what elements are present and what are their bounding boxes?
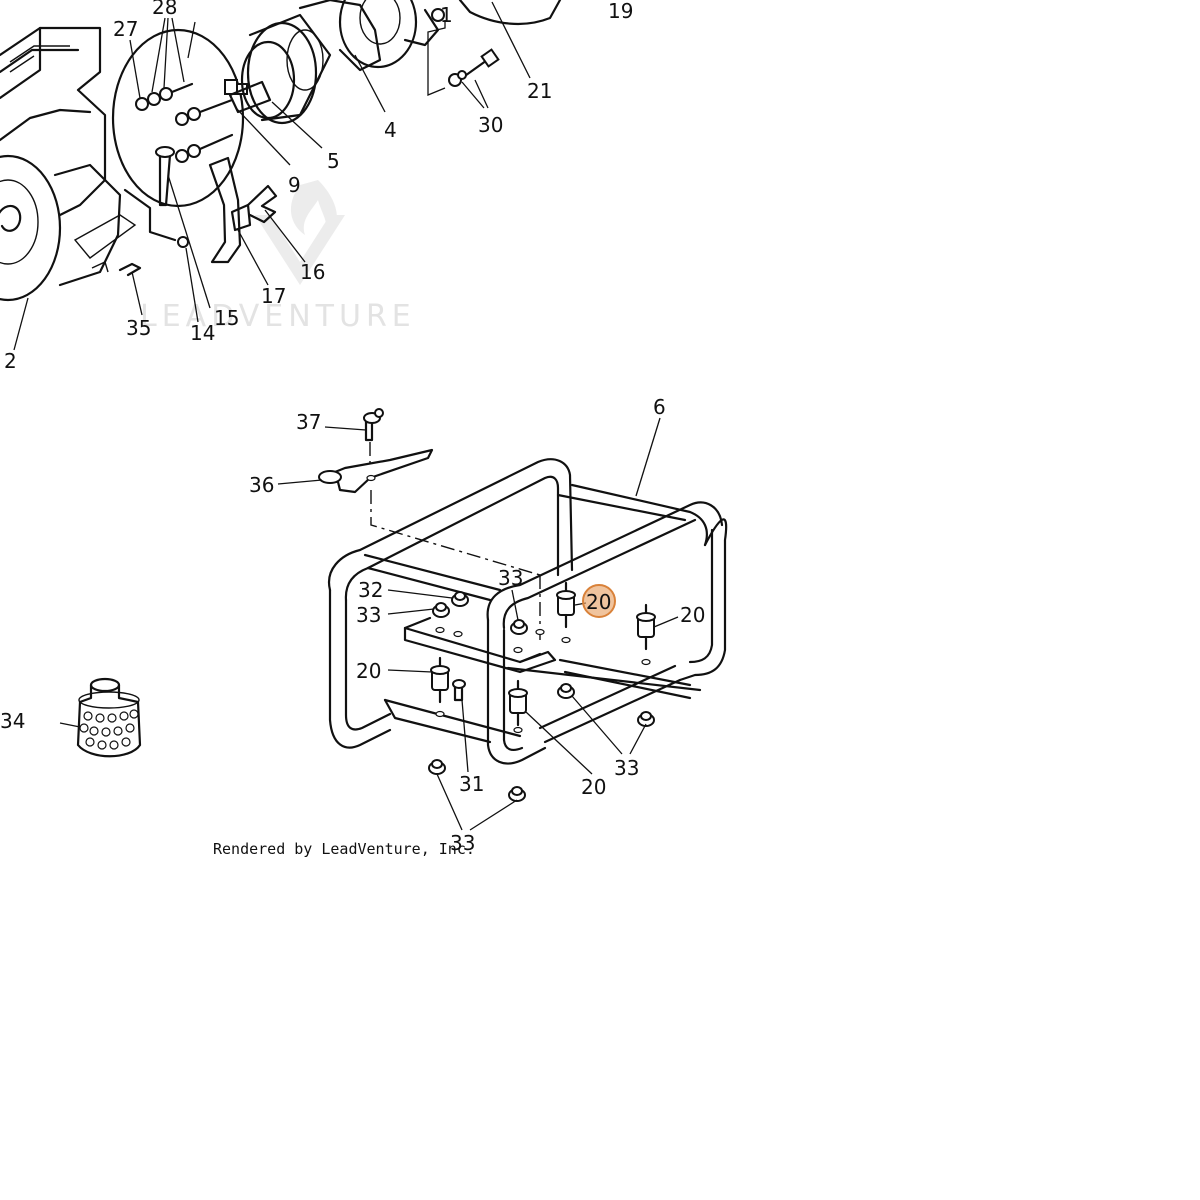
strainer — [76, 677, 142, 758]
watermark-text: LEADVENTURE — [140, 299, 416, 334]
callout-14[interactable]: 14 — [190, 321, 215, 345]
callout-16[interactable]: 16 — [300, 260, 325, 284]
callout-20-highlighted[interactable]: 20 — [586, 590, 611, 614]
render-credit: Rendered by LeadVenture, Inc. — [213, 840, 475, 858]
pump-casing — [298, 0, 445, 72]
callout-20-left[interactable]: 20 — [356, 659, 381, 683]
callout-34[interactable]: 34 — [0, 709, 25, 733]
callout-20-right[interactable]: 20 — [680, 603, 705, 627]
callout-31[interactable]: 31 — [459, 772, 484, 796]
callout-27[interactable]: 27 — [113, 17, 138, 41]
callout-9[interactable]: 9 — [288, 173, 301, 197]
callout-36[interactable]: 36 — [249, 473, 274, 497]
callout-15[interactable]: 15 — [214, 306, 239, 330]
callout-35[interactable]: 35 — [126, 316, 151, 340]
highlight-marker[interactable] — [582, 584, 616, 618]
callout-17[interactable]: 17 — [261, 284, 286, 308]
callout-1[interactable]: 1 — [440, 3, 453, 27]
callout-33-top[interactable]: 33 — [498, 566, 523, 590]
watermark: LEADVENTURE — [140, 180, 416, 334]
callout-28[interactable]: 28 — [152, 0, 177, 19]
bolt-set — [135, 79, 248, 163]
rubber-mounts — [430, 581, 656, 727]
engine-assembly — [0, 0, 562, 351]
callout-20-bottom[interactable]: 20 — [581, 775, 606, 799]
frame-assembly — [59, 408, 728, 831]
callout-32[interactable]: 32 — [358, 578, 383, 602]
callout-21[interactable]: 21 — [527, 79, 552, 103]
callout-33-right[interactable]: 33 — [614, 756, 639, 780]
callout-5[interactable]: 5 — [327, 149, 340, 173]
impeller-shaft — [228, 13, 332, 125]
callout-33-left[interactable]: 33 — [356, 603, 381, 627]
callout-labels: 27 28 19 21 1 4 5 30 9 16 17 15 14 35 2 … — [0, 0, 705, 855]
screw-30 — [448, 48, 500, 87]
callout-6[interactable]: 6 — [653, 395, 666, 419]
callout-30[interactable]: 30 — [478, 113, 503, 137]
callout-37[interactable]: 37 — [296, 410, 321, 434]
callout-33-bottom[interactable]: 33 — [450, 831, 475, 855]
callout-2[interactable]: 2 — [4, 349, 17, 373]
callout-19[interactable]: 19 — [608, 0, 633, 23]
callout-4[interactable]: 4 — [384, 118, 397, 142]
